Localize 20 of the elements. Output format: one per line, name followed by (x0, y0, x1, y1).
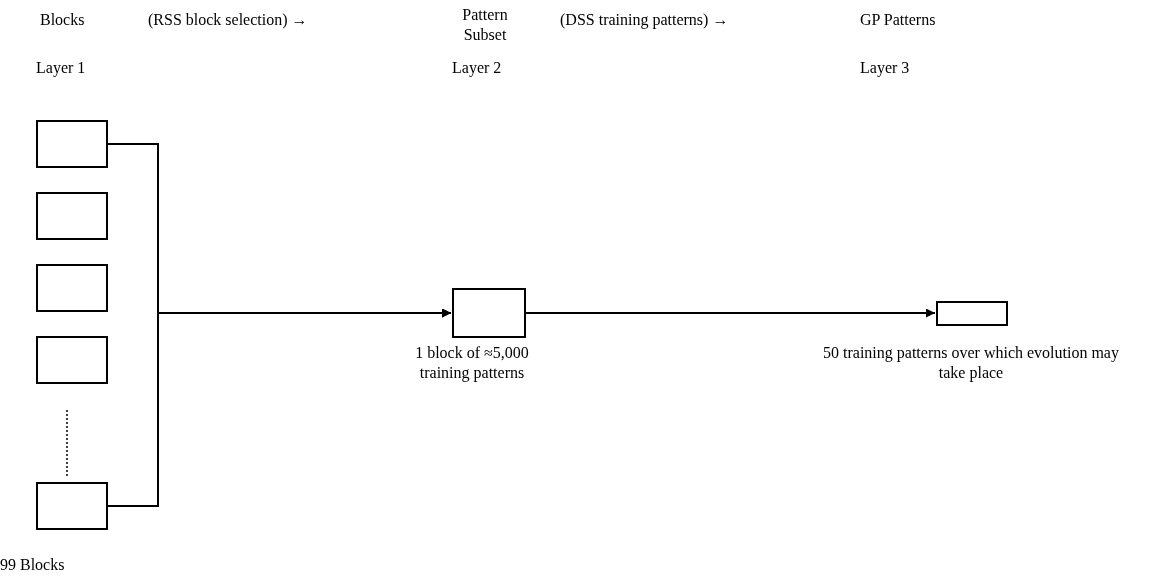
node-caption: 50 training patterns over which evolution may take place (822, 343, 1120, 383)
connector-arrow (525, 308, 936, 318)
block-box (936, 301, 1008, 326)
block-box (36, 192, 108, 240)
label-text: Layer 1 (36, 58, 87, 78)
label-text: (RSS block selection) → (148, 10, 309, 30)
label-text: GP Patterns (860, 10, 937, 30)
label-text: Layer 2 (452, 58, 503, 78)
block-box (36, 482, 108, 530)
label-text: 99 Blocks (0, 555, 66, 575)
block-box (452, 288, 526, 338)
label-text: Blocks (40, 10, 86, 30)
connector-arrow (107, 308, 452, 507)
label-text: Layer 3 (860, 58, 911, 78)
label-text: Pattern Subset (461, 5, 509, 45)
label-text: (DSS training patterns) → (560, 10, 730, 30)
node-caption: 1 block of ≈5,000 training patterns (414, 343, 530, 383)
block-box (36, 264, 108, 312)
block-box (36, 336, 108, 384)
block-box (36, 120, 108, 168)
